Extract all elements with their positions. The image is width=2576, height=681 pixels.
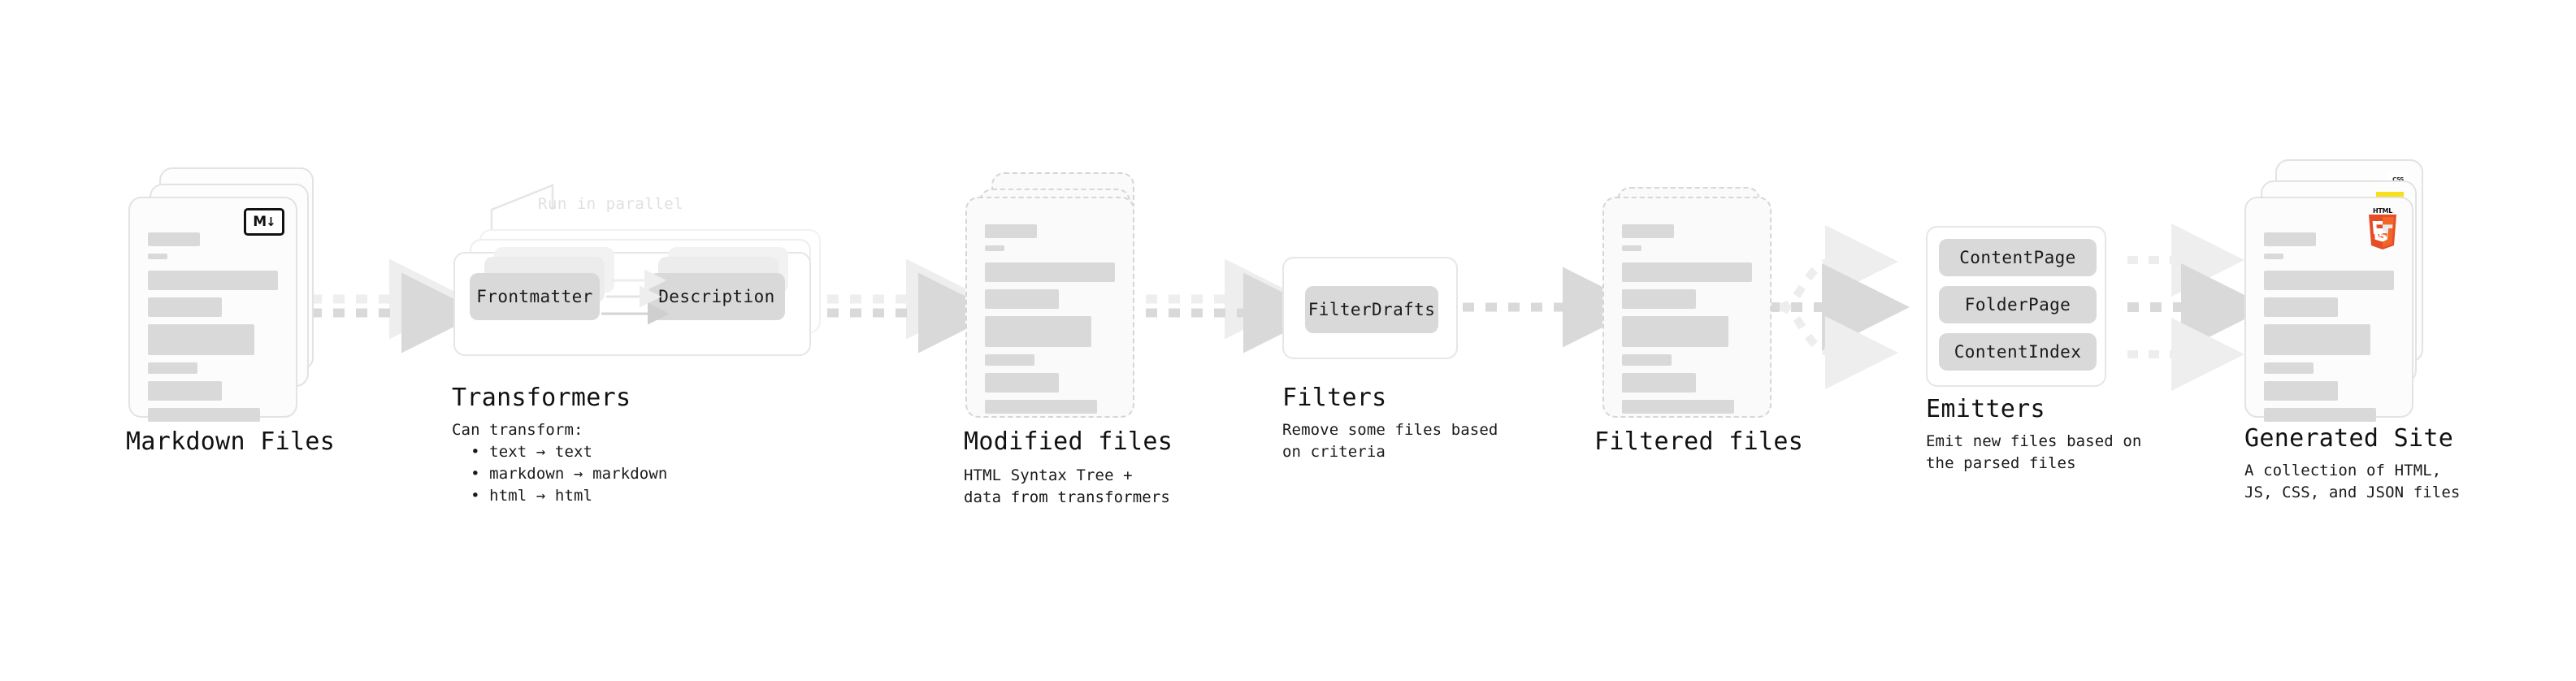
- skeleton-bar: [985, 316, 1092, 347]
- stage-subtitle-emitters: Emit new files based on the parsed files: [1926, 432, 2142, 472]
- skeleton-bar: [2264, 381, 2339, 401]
- skeleton-bar: [985, 289, 1060, 309]
- html5-digit: 5: [2378, 229, 2387, 245]
- generated-site-card[interactable]: HTML 5: [2244, 197, 2413, 422]
- skeleton-bar: [148, 297, 223, 317]
- chip-frontmatter[interactable]: Frontmatter: [470, 273, 600, 320]
- filters-panel[interactable]: FilterDrafts: [1282, 257, 1458, 359]
- chip-contentpage[interactable]: ContentPage: [1939, 239, 2097, 276]
- skeleton-bar: [2264, 408, 2376, 422]
- stage-title-markdown-files: Markdown Files: [126, 427, 336, 456]
- skeleton-bar: [985, 373, 1060, 393]
- stage-subtitle-filters: Remove some files based on criteria: [1282, 421, 1498, 461]
- css-badge-label: CSS: [2392, 176, 2404, 183]
- skeleton-bar: [1622, 400, 1734, 414]
- skeleton-bar: [2264, 232, 2316, 246]
- markdown-icon: M↓: [244, 208, 284, 236]
- skeleton-bar: [1622, 289, 1697, 309]
- skeleton-bar: [1622, 262, 1752, 282]
- skeleton-bar: [1622, 224, 1674, 238]
- transformers-panel[interactable]: Frontmatter Description: [453, 247, 811, 356]
- stage-subtitle-generated-site: A collection of HTML, JS, CSS, and JSON …: [2244, 462, 2461, 501]
- html5-icon: HTML 5: [2364, 207, 2401, 251]
- conn-modified-filters: [1146, 258, 1324, 354]
- run-in-parallel-label: Run in parallel: [538, 195, 684, 213]
- conn-transformers-modified: [827, 258, 999, 354]
- modified-file-card[interactable]: [965, 197, 1134, 418]
- stage-title-modified-files: Modified files: [964, 427, 1173, 456]
- skeleton-bar: [2264, 324, 2371, 355]
- skeleton-bar: [148, 271, 278, 290]
- stage-title-filtered-files: Filtered files: [1594, 427, 1804, 456]
- stage-title-transformers: Transformers: [452, 384, 631, 412]
- stage-title-filters: Filters: [1282, 384, 1387, 412]
- stage-subtitle-modified-files: HTML Syntax Tree + data from transformer…: [964, 466, 1170, 506]
- conn-emitters-site: [2127, 223, 2269, 391]
- skeleton-bar: [2264, 362, 2314, 374]
- skeleton-bar: [148, 381, 223, 401]
- html5-shield: 5: [2369, 215, 2396, 249]
- stage-title-generated-site: Generated Site: [2244, 424, 2454, 453]
- skeleton-bar: [148, 324, 255, 355]
- markdown-file-card[interactable]: M↓: [128, 197, 297, 422]
- chip-filterdrafts[interactable]: FilterDrafts: [1305, 286, 1438, 333]
- markdown-badge-arrow: ↓: [266, 214, 276, 229]
- chip-folderpage[interactable]: FolderPage: [1939, 286, 2097, 323]
- skeleton-bar: [2264, 297, 2339, 317]
- skeleton-bar: [148, 362, 197, 374]
- skeleton-bar: [2264, 254, 2283, 259]
- conn-filtered-emitters: [1768, 225, 1910, 389]
- skeleton-content: [1622, 224, 1752, 414]
- skeleton-bar: [2264, 271, 2394, 290]
- markdown-badge-letter: M: [253, 213, 267, 230]
- chip-description[interactable]: Description: [648, 273, 785, 320]
- stage-title-emitters: Emitters: [1926, 395, 2045, 423]
- skeleton-content: [2264, 232, 2394, 422]
- skeleton-bar: [148, 408, 260, 422]
- skeleton-content: [985, 224, 1115, 414]
- emitters-panel[interactable]: ContentPage FolderPage ContentIndex: [1926, 226, 2106, 387]
- filtered-file-card[interactable]: [1602, 197, 1772, 418]
- html-badge-label: HTML: [2372, 207, 2392, 215]
- skeleton-bar: [985, 354, 1034, 366]
- skeleton-bar: [148, 254, 167, 259]
- skeleton-bar: [985, 262, 1115, 282]
- skeleton-bar: [985, 400, 1097, 414]
- skeleton-bar: [1622, 373, 1697, 393]
- skeleton-bar: [1622, 354, 1672, 366]
- conn-markdown-transformers: [310, 258, 482, 354]
- skeleton-content: [148, 232, 278, 422]
- skeleton-bar: [985, 224, 1037, 238]
- skeleton-bar: [1622, 245, 1641, 251]
- stage-subtitle-transformers: Can transform: • text → text • markdown …: [452, 421, 668, 505]
- skeleton-bar: [148, 232, 200, 246]
- skeleton-bar: [985, 245, 1004, 251]
- skeleton-bar: [1622, 316, 1729, 347]
- chip-contentindex[interactable]: ContentIndex: [1939, 333, 2097, 371]
